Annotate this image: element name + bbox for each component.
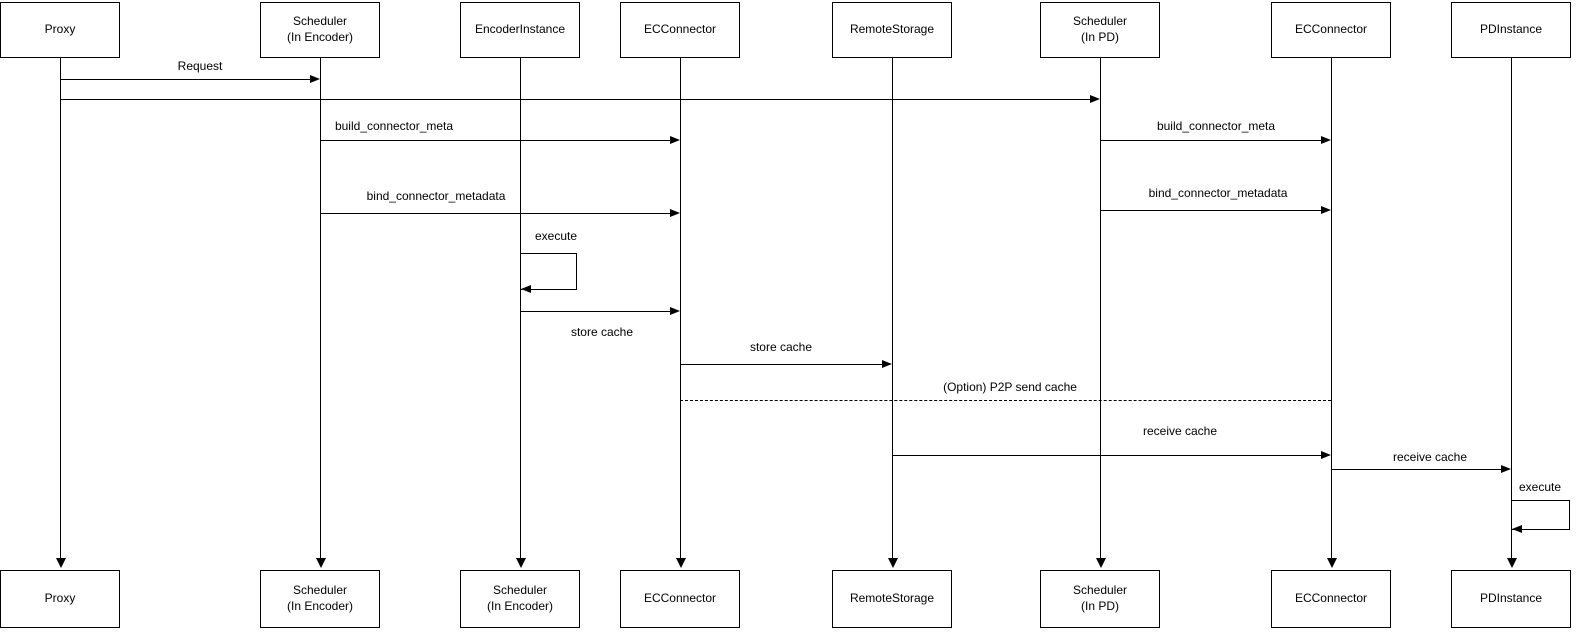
message-label-request: Request (175, 58, 225, 74)
arrowhead-icon-store-cache-connector-to-storage (882, 360, 892, 368)
lifeline-encoder-instance (520, 58, 521, 558)
message-line-build-connector-meta-encoder (320, 140, 671, 141)
lifeline-ec-connector-2 (1331, 58, 1332, 558)
lifeline-proxy (60, 58, 61, 558)
actor-box-top-remote-storage: RemoteStorage (832, 2, 952, 58)
message-label-bind-connector-metadata-pd: bind_connector_metadata (1146, 185, 1290, 201)
message-line-build-connector-meta-pd (1100, 140, 1322, 141)
message-label-store-cache-connector-to-storage: store cache (747, 339, 815, 355)
arrowhead-icon-receive-cache-connector-to-pd (1501, 465, 1511, 473)
self-message-loop-execute-encoder (520, 253, 577, 290)
arrowhead-icon-unlabeled-proxy-to-pd (1090, 95, 1100, 103)
lifeline-remote-storage (892, 58, 893, 558)
arrowhead-down-icon-scheduler-pd (1096, 558, 1106, 568)
arrowhead-icon-bind-connector-metadata-encoder (670, 209, 680, 217)
message-line-bind-connector-metadata-pd (1100, 210, 1322, 211)
lifeline-scheduler-encoder (320, 58, 321, 558)
actor-box-top-pd-instance: PDInstance (1451, 2, 1571, 58)
actor-box-bottom-remote-storage: RemoteStorage (832, 570, 952, 628)
actor-box-bottom-pd-instance: PDInstance (1451, 570, 1571, 628)
actor-box-bottom-scheduler-pd: Scheduler (In PD) (1040, 570, 1160, 628)
arrowhead-down-icon-proxy (56, 558, 66, 568)
message-line-bind-connector-metadata-encoder (320, 213, 671, 214)
message-label-receive-cache-connector-to-pd: receive cache (1390, 449, 1470, 465)
message-line-receive-cache-connector-to-pd (1331, 469, 1502, 470)
self-message-loop-execute-pd (1511, 500, 1570, 530)
actor-box-top-ec-connector-2: ECConnector (1271, 2, 1391, 58)
message-line-p2p-send-cache (680, 400, 1331, 401)
message-line-receive-cache-storage-to-connector (892, 455, 1322, 456)
arrowhead-icon-execute-pd (1512, 525, 1522, 533)
arrowhead-down-icon-scheduler-encoder (316, 558, 326, 568)
arrowhead-down-icon-pd-instance (1507, 558, 1517, 568)
actor-box-top-scheduler-pd: Scheduler (In PD) (1040, 2, 1160, 58)
arrowhead-icon-request (310, 75, 320, 83)
actor-box-bottom-encoder-instance: Scheduler (In Encoder) (460, 570, 580, 628)
lifeline-scheduler-pd (1100, 58, 1101, 558)
message-label-execute-encoder: execute (532, 228, 580, 244)
message-label-receive-cache-storage-to-connector: receive cache (1140, 423, 1220, 439)
actor-box-bottom-ec-connector-1: ECConnector (620, 570, 740, 628)
actor-box-bottom-ec-connector-2: ECConnector (1271, 570, 1391, 628)
message-line-store-cache-connector-to-storage (680, 364, 883, 365)
actor-box-top-scheduler-encoder: Scheduler (In Encoder) (260, 2, 380, 58)
arrowhead-down-icon-encoder-instance (516, 558, 526, 568)
arrowhead-icon-build-connector-meta-pd (1321, 136, 1331, 144)
message-label-execute-pd: execute (1516, 479, 1564, 495)
message-label-p2p-send-cache: (Option) P2P send cache (941, 379, 1079, 395)
arrowhead-down-icon-remote-storage (888, 558, 898, 568)
message-label-store-cache-encoder-to-connector: store cache (568, 324, 636, 340)
arrowhead-down-icon-ec-connector-1 (676, 558, 686, 568)
message-label-build-connector-meta-pd: build_connector_meta (1154, 118, 1278, 134)
actor-box-top-proxy: Proxy (0, 2, 120, 58)
actor-box-bottom-scheduler-encoder: Scheduler (In Encoder) (260, 570, 380, 628)
lifeline-ec-connector-1 (680, 58, 681, 558)
message-label-bind-connector-metadata-encoder: bind_connector_metadata (364, 188, 508, 204)
lifeline-pd-instance (1511, 58, 1512, 558)
message-line-unlabeled-proxy-to-pd (60, 99, 1091, 100)
message-label-build-connector-meta-encoder: build_connector_meta (332, 118, 456, 134)
arrowhead-icon-build-connector-meta-encoder (670, 136, 680, 144)
actor-box-top-encoder-instance: EncoderInstance (460, 2, 580, 58)
arrowhead-icon-execute-encoder (521, 285, 531, 293)
arrowhead-icon-bind-connector-metadata-pd (1321, 206, 1331, 214)
arrowhead-icon-receive-cache-storage-to-connector (1321, 451, 1331, 459)
arrowhead-down-icon-ec-connector-2 (1327, 558, 1337, 568)
message-line-store-cache-encoder-to-connector (520, 311, 671, 312)
message-line-request (60, 79, 311, 80)
actor-box-bottom-proxy: Proxy (0, 570, 120, 628)
arrowhead-icon-store-cache-encoder-to-connector (670, 307, 680, 315)
actor-box-top-ec-connector-1: ECConnector (620, 2, 740, 58)
